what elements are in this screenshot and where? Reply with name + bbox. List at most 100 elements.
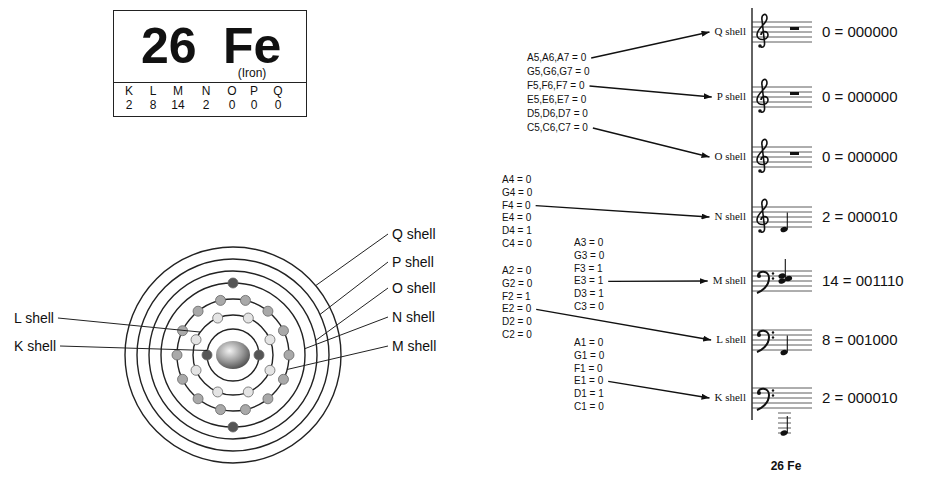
staff-line [752,102,812,103]
atom-illustration [125,247,341,463]
leader-arrow [536,309,711,340]
electron [216,405,226,415]
bass-clef [757,331,769,352]
leader-arrow [591,32,709,58]
note-stem [787,416,788,433]
leader-line [287,346,388,369]
note-bit-label: F2 = 1 [502,291,531,303]
electron [191,365,201,375]
ledger-line [778,428,791,429]
bit-value: 2 = 000010 [822,389,898,407]
note-bit-label: F3 = 1 [574,263,603,275]
note-stem [787,213,788,230]
treble-clef [757,14,768,47]
bass-clef [757,389,769,410]
staff [752,330,812,356]
note-bit-label: D5,D6,D7 = 0 [527,108,588,120]
electron [243,313,253,323]
element-caption: 26 Fe [771,459,802,473]
note-stem [787,336,788,353]
electron [278,326,288,336]
element-name: (Iron) [238,67,267,80]
staff [752,388,812,437]
staff-line [752,207,812,208]
clef-dot [772,331,774,333]
atomic-number: 26 [141,19,197,74]
shell-ring [193,315,273,395]
staff-line [752,398,812,399]
shell-ring [161,283,305,427]
shell-letter: M [173,85,183,98]
electron [193,394,203,404]
staff-line [752,42,812,43]
clef-dot [758,109,762,113]
music-staves [752,8,812,437]
bit-value: 0 = 000000 [822,23,898,41]
bit-value: 2 = 000010 [822,208,898,226]
shell-label: O shell [392,280,436,297]
electron [265,335,275,345]
electron-count: 8 [150,99,157,112]
note-bit-label: C2 = 0 [502,329,532,341]
shell-ring [137,259,329,451]
whole-rest [790,92,799,95]
shell-letter: P [250,85,258,98]
leader-line [58,318,200,332]
shell-letter: N [202,85,211,98]
ledger-line [778,423,791,424]
note-bit-label: A4 = 0 [502,174,531,186]
electron [243,387,253,397]
shell-label: M shell [392,338,436,355]
leader-arrow [608,381,709,398]
clef-dot [772,336,774,338]
note-bit-label: G3 = 0 [574,250,604,262]
staff-line [752,340,812,341]
electron [284,350,294,360]
note-bit-label: F4 = 0 [502,200,531,212]
bass-clef [757,272,769,293]
staff-label: N shell [715,210,746,223]
element-card: 26Fe(Iron)KLMNOPQ28142000 [113,10,307,117]
note-bit-label: G1 = 0 [574,350,604,362]
clef-dot [758,229,762,233]
note-bit-label: E2 = 0 [502,303,531,315]
shell-ring [125,247,341,463]
shell-label: P shell [392,254,434,271]
shell-letter: K [125,85,133,98]
bit-value: 14 = 001110 [822,272,904,290]
clef-dot [757,274,761,278]
electron [278,374,288,384]
staff-label: M shell [713,274,746,287]
leader-arrow [593,128,710,157]
staff-line [752,22,812,23]
shell-label: N shell [392,309,435,326]
electron [228,422,238,432]
electron [178,374,188,384]
note-bit-label: D3 = 1 [574,288,604,300]
note-bit-label: E5,E6,E7 = 0 [527,94,586,106]
bit-value: 8 = 001000 [822,331,898,349]
note-bit-label: F1 = 0 [574,363,603,375]
nucleus [216,341,250,369]
clef-dot [757,391,761,395]
electron [263,394,273,404]
whole-rest [790,27,799,30]
shell-ring [207,329,259,381]
staff [752,199,812,233]
shell-label: Q shell [392,226,436,243]
staff-line [752,345,812,346]
note-bit-label: D4 = 1 [502,225,532,237]
electron [191,335,201,345]
shell-letter: O [227,85,236,98]
electron-count: 2 [203,99,210,112]
clef-dot [772,272,774,274]
leader-arrow [590,86,712,97]
staff-line [752,87,812,88]
clef-dot [772,277,774,279]
staff-line [752,222,812,223]
shell-letter: L [150,85,157,98]
staff [752,139,812,172]
note-stem [785,259,786,281]
whole-rest [790,152,799,155]
leader-arrow [608,280,707,282]
